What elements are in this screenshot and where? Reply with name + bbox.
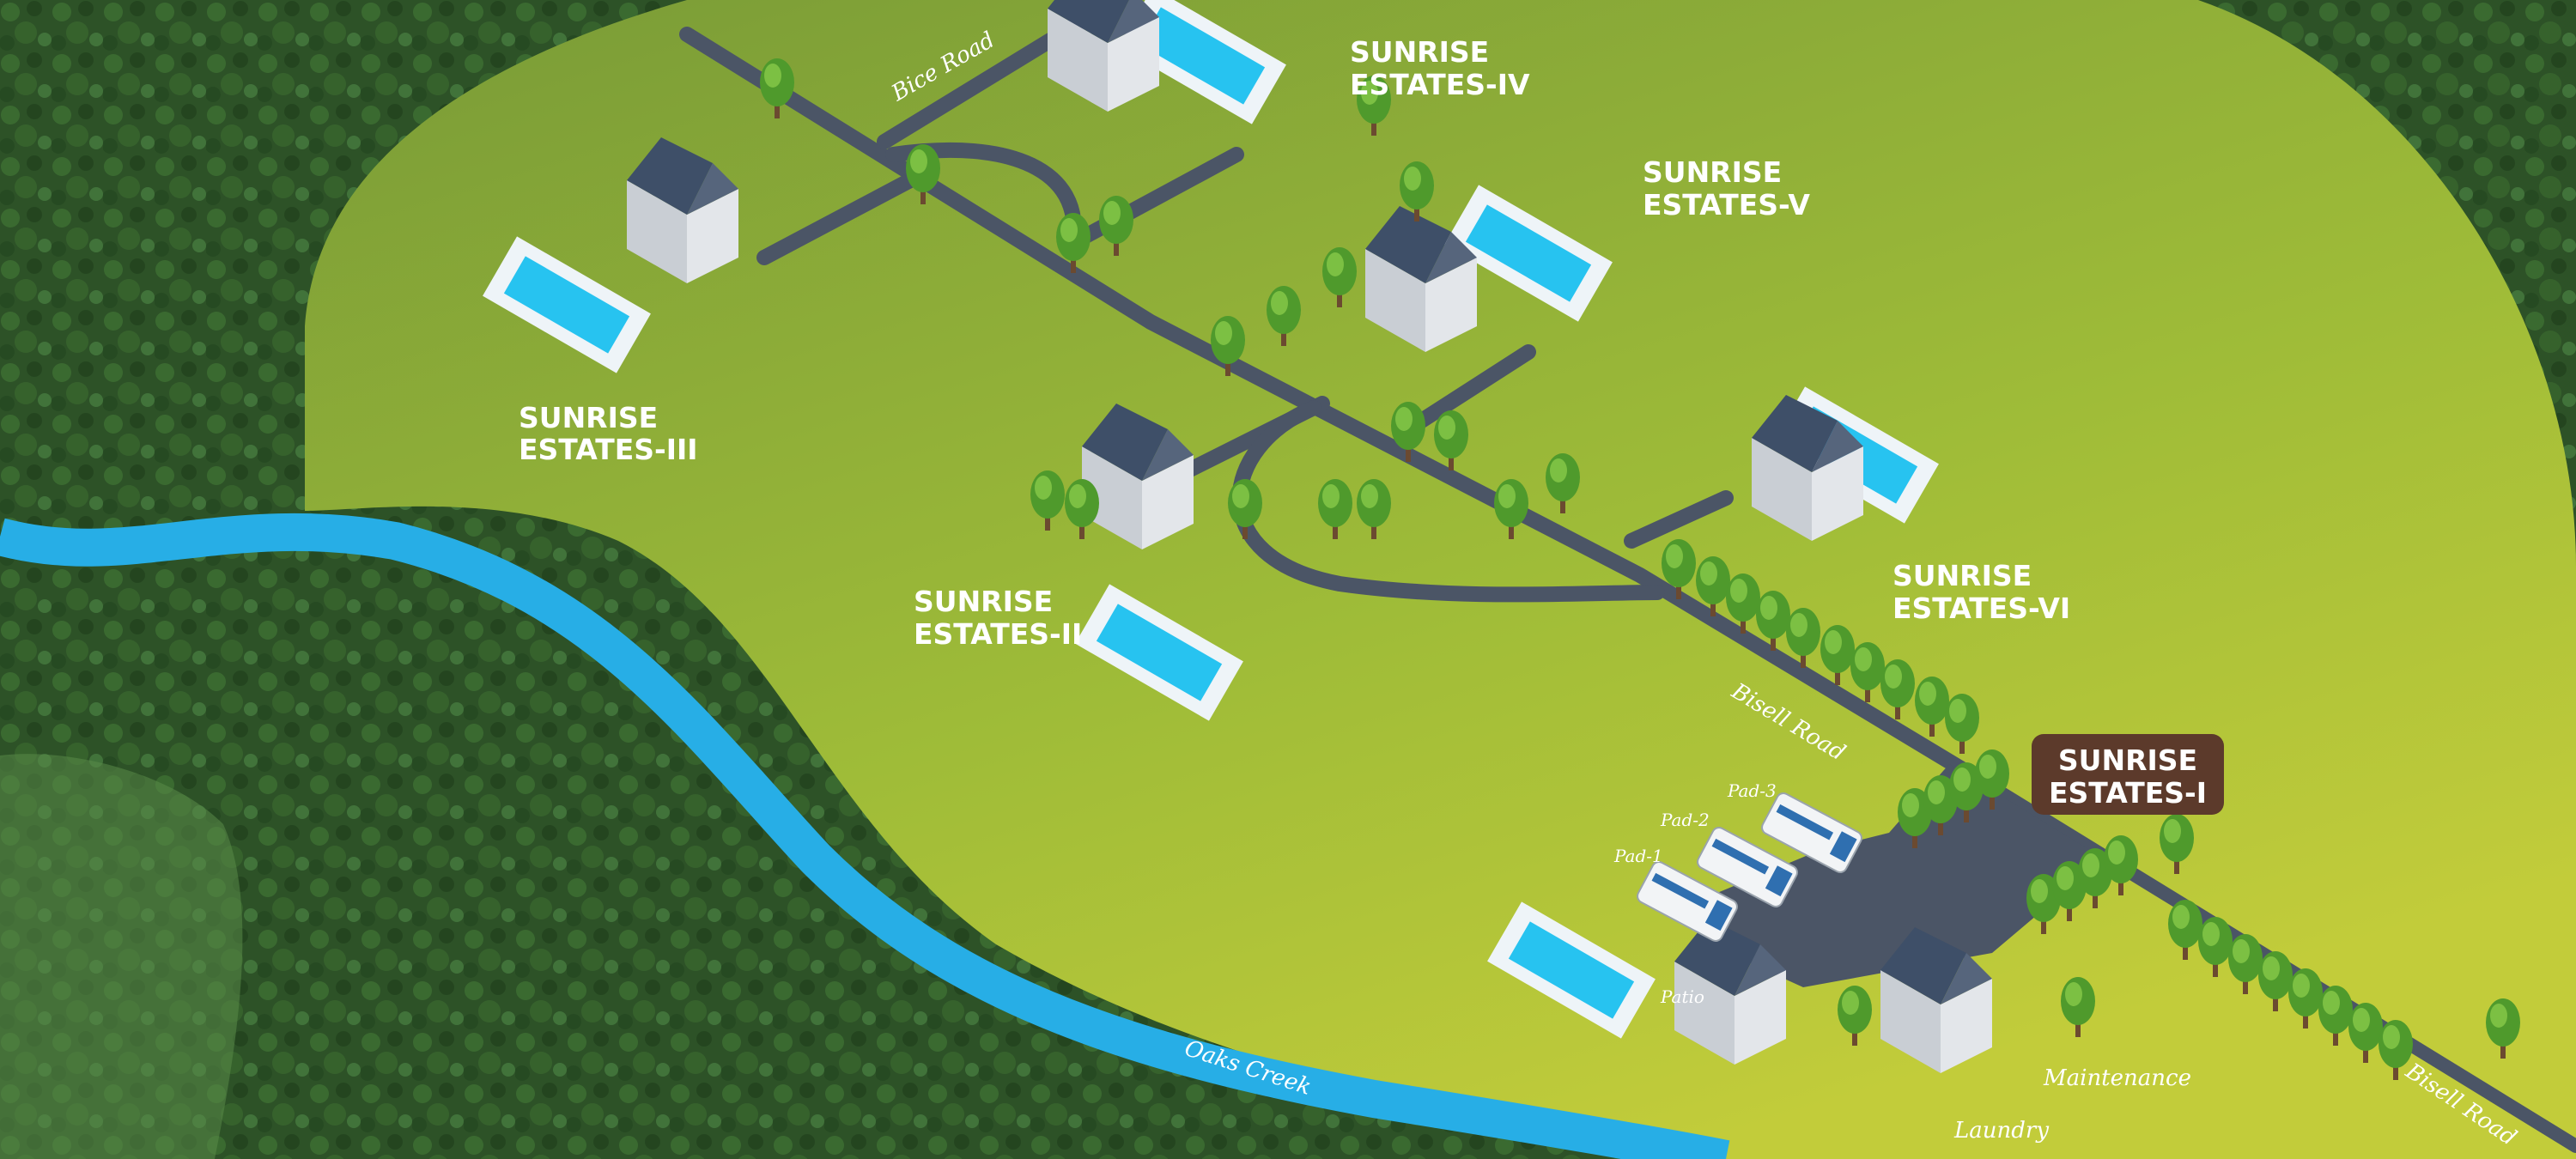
house-icon (1082, 404, 1194, 549)
tree-icon (1662, 539, 1696, 599)
tree-icon (1099, 196, 1133, 256)
tree-icon (1786, 608, 1820, 668)
tree-icon (1898, 788, 1932, 848)
tree-icon (2379, 1020, 2413, 1080)
tree-icon (2258, 951, 2293, 1011)
oaks-creek-river (0, 513, 1730, 1159)
pool-icon (1487, 901, 1656, 1039)
house-icon (627, 137, 738, 283)
label-estates-i: SUNRISE ESTATES-I (2032, 734, 2224, 815)
tree-icon (1400, 161, 1434, 221)
tree-icon (2168, 900, 2202, 960)
pad2-label: Pad-2 (1660, 810, 1710, 830)
label-estates-iii: SUNRISE ESTATES-III (519, 401, 698, 466)
estate-label-line1: SUNRISE (2058, 743, 2197, 777)
rv-icon (1697, 827, 1798, 907)
tree-icon (1267, 286, 1301, 346)
pad1-label: Pad-1 (1613, 846, 1663, 866)
estate-label-line1: SUNRISE (914, 585, 1053, 618)
pad3-label: Pad-3 (1727, 780, 1777, 801)
tree-icon (1228, 479, 1262, 539)
tree-icon (2104, 835, 2138, 895)
estate-label-line2: ESTATES-II (914, 617, 1082, 651)
house-icon (1752, 395, 1863, 541)
tree-icon (1915, 677, 1949, 737)
parking-lot (1709, 764, 2104, 987)
tree-icon (2486, 998, 2520, 1059)
tree-icon (1696, 556, 1730, 616)
tree-icon (1850, 642, 1885, 702)
tree-icon (1494, 479, 1528, 539)
tree-icon (1945, 694, 1979, 754)
label-estates-iv: SUNRISE ESTATES-IV (1350, 35, 1530, 101)
tree-icon (1318, 479, 1352, 539)
label-estates-vi: SUNRISE ESTATES-VI (1893, 559, 2070, 625)
tree-icon (1391, 402, 1425, 462)
tree-icon (1756, 591, 1790, 651)
tree-icon (1434, 410, 1468, 470)
pool-icon (1075, 584, 1243, 721)
rv-icon (1761, 792, 1862, 873)
tree-icon (2026, 874, 2061, 934)
estate-label-line1: SUNRISE (1893, 559, 2032, 592)
tree-icon (2061, 977, 2095, 1037)
tree-icon (1322, 247, 1357, 307)
label-estates-ii: SUNRISE ESTATES-II (914, 585, 1082, 651)
estate-label-line2: ESTATES-IV (1350, 68, 1530, 101)
tree-icon (1546, 453, 1580, 513)
tree-icon (2318, 986, 2353, 1046)
estate-label-line1: SUNRISE (519, 401, 658, 434)
estate-label-line2: ESTATES-I (2049, 776, 2207, 810)
house-icon (1674, 919, 1786, 1065)
laundry-label: Laundry (1953, 1118, 2049, 1144)
pool-icon (483, 236, 651, 373)
tree-icon (1357, 479, 1391, 539)
tree-icon (2198, 917, 2233, 977)
tree-icon (2288, 968, 2323, 1029)
tree-icon (1820, 625, 1855, 685)
house-icon (1048, 0, 1159, 112)
tree-icon (760, 58, 794, 118)
estate-label-line2: ESTATES-III (519, 433, 698, 466)
estate-label-line1: SUNRISE (1643, 155, 1782, 189)
clearing (0, 754, 243, 1159)
tree-icon (906, 144, 940, 204)
estate-label-line1: SUNRISE (1350, 35, 1489, 69)
trees (760, 58, 2520, 1080)
tree-icon (2052, 861, 2087, 921)
estate-label-line2: ESTATES-V (1643, 188, 1810, 221)
houses (627, 0, 1992, 1073)
tree-icon (1056, 213, 1091, 273)
patio-label: Patio (1660, 986, 1704, 1007)
tree-icon (2348, 1003, 2383, 1063)
tree-icon (1880, 659, 1915, 719)
tree-icon (2078, 848, 2112, 908)
tree-icon (1838, 986, 1872, 1046)
pool-icon (1444, 185, 1613, 322)
tree-icon (1923, 775, 1958, 835)
house-icon (1365, 206, 1477, 352)
label-box (2032, 734, 2224, 815)
maintenance-label: Maintenance (2043, 1065, 2191, 1091)
tree-icon (1726, 573, 1760, 634)
tree-icon (1949, 762, 1984, 822)
pool-icon (1118, 0, 1286, 124)
tree-icon (2228, 934, 2263, 994)
tree-icon (1065, 479, 1099, 539)
rv-pads (1637, 792, 1862, 942)
tree-icon (1030, 470, 1065, 531)
estate-label-line2: ESTATES-VI (1893, 592, 2070, 625)
tree-icon (1975, 749, 2009, 810)
rv-icon (1637, 861, 1738, 942)
tree-icon (1357, 76, 1391, 136)
tree-icon (2160, 814, 2194, 874)
tree-icon (1211, 316, 1245, 376)
label-estates-v: SUNRISE ESTATES-V (1643, 155, 1810, 221)
house-icon (1880, 927, 1992, 1073)
